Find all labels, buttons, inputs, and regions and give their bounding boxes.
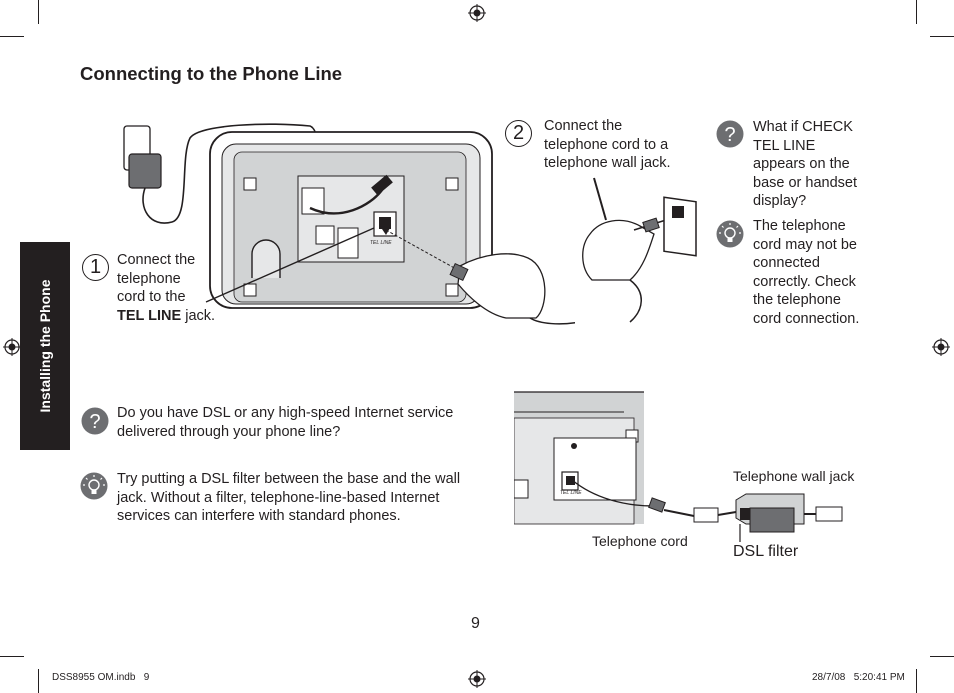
dsl-tip-line: Try putting a DSL filter between the bas…: [117, 471, 461, 487]
crop-mark: [0, 656, 24, 657]
step-1-number: 1: [82, 254, 109, 281]
section-side-tab: Installing the Phone: [20, 242, 70, 450]
crop-mark: [916, 669, 917, 693]
question-line: What if CHECK: [753, 119, 853, 135]
answer-line: cord connection.: [753, 310, 860, 327]
registration-mark-icon: [932, 338, 950, 356]
crop-mark: [38, 669, 39, 693]
step-1-line: telephone: [117, 270, 181, 287]
check-tel-line-answer: The telephone cord may not be connected …: [753, 217, 859, 328]
answer-line: the telephone: [753, 292, 841, 308]
dsl-question: Do you have DSL or any high-speed Intern…: [117, 404, 453, 441]
side-tab-label: Installing the Phone: [37, 279, 53, 413]
tel-line-port-label: TEL LINE: [560, 490, 582, 496]
footer-timestamp: 28/7/08 5:20:41 PM: [812, 672, 905, 683]
step-2-text: Connect the telephone cord to a telephon…: [544, 117, 671, 173]
lightbulb-tip-icon: [716, 220, 744, 248]
phone-base-illustration: TEL LINE: [123, 123, 575, 325]
power-adapter-icon: [128, 153, 162, 189]
svg-text:?: ?: [724, 124, 735, 146]
question-line: appears on the: [753, 156, 850, 172]
step-1-line: Connect the: [117, 252, 196, 268]
registration-mark-icon: [468, 4, 486, 22]
step-1-suffix: jack.: [181, 307, 216, 324]
answer-line: The telephone: [753, 218, 846, 234]
question-line: TEL LINE: [753, 137, 816, 154]
registration-mark-icon: [468, 670, 486, 688]
wall-jack-label: Telephone wall jack: [733, 468, 855, 484]
answer-line: connected: [753, 255, 820, 271]
crop-mark: [38, 0, 39, 24]
step-2-line: Connect the: [544, 118, 623, 134]
lightbulb-tip-icon: [80, 472, 108, 500]
check-tel-line-question: What if CHECK TEL LINE appears on the ba…: [753, 118, 857, 211]
page-number: 9: [471, 615, 480, 632]
step-1-text: Connect the telephone cord to the TEL LI…: [117, 251, 215, 325]
question-icon: ?: [716, 120, 744, 148]
crop-mark: [0, 36, 24, 37]
hand-icon: [457, 253, 546, 319]
footer-file-info: DSS8955 OM.indb 9: [52, 672, 150, 683]
wall-jack-icon: [663, 196, 697, 257]
dsl-filter-label: DSL filter: [733, 543, 799, 560]
step-1-last-line: TEL LINE jack.: [117, 307, 215, 326]
question-line: base or handset: [753, 174, 857, 191]
crop-mark: [930, 36, 954, 37]
step-2-line: telephone wall jack.: [544, 155, 671, 171]
wall-jack-illustration: [582, 177, 697, 323]
dsl-question-line: delivered through your phone line?: [117, 423, 341, 440]
hand-icon: [582, 219, 655, 281]
question-icon: ?: [81, 407, 109, 435]
question-line: display?: [753, 193, 807, 209]
registration-mark-icon: [3, 338, 21, 356]
dsl-filter-illustration: TEL LINE: [514, 391, 843, 542]
answer-line: correctly. Check: [753, 273, 856, 290]
telephone-cord-label: Telephone cord: [592, 533, 688, 549]
tel-line-label: TEL LINE: [117, 307, 182, 324]
step-2-number: 2: [505, 120, 532, 147]
step-1-line: cord to the: [117, 289, 186, 305]
dsl-tip: Try putting a DSL filter between the bas…: [117, 470, 460, 526]
crop-mark: [930, 656, 954, 657]
dsl-tip-line: jack. Without a filter, telephone-line-b…: [117, 489, 440, 506]
dsl-tip-line: services can interfere with standard pho…: [117, 508, 401, 524]
svg-text:?: ?: [89, 411, 100, 433]
page-title: Connecting to the Phone Line: [80, 63, 343, 84]
crop-mark: [916, 0, 917, 24]
step-2-line: telephone cord to a: [544, 136, 669, 153]
dsl-question-line: Do you have DSL or any high-speed Intern…: [117, 405, 454, 421]
tel-line-port-label: TEL LINE: [370, 240, 392, 246]
answer-line: cord may not be: [753, 236, 857, 253]
